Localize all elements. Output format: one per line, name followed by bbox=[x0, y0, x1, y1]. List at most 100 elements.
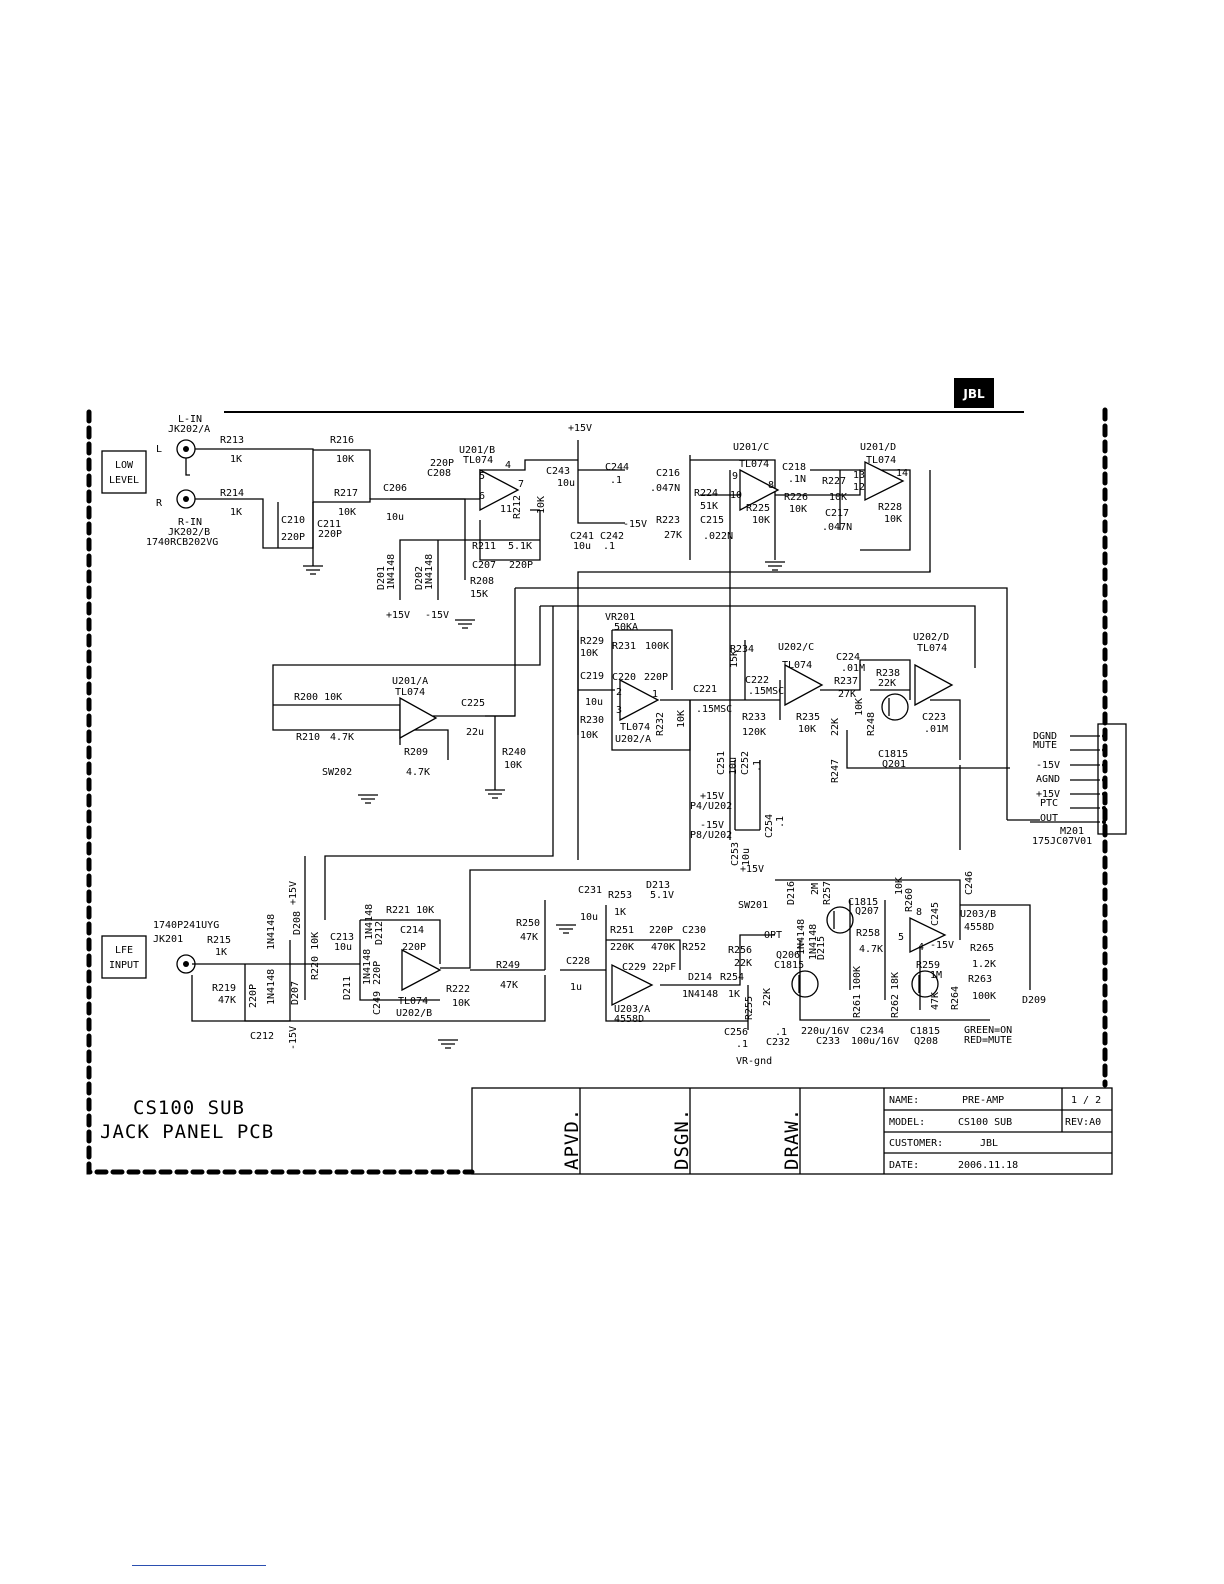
component-label: -15V bbox=[425, 610, 449, 621]
component-label: 100K bbox=[645, 641, 669, 652]
opamp-u202a-icon bbox=[619, 678, 660, 722]
component-label: R217 bbox=[334, 488, 358, 499]
connector-pin-mute: MUTE bbox=[1033, 740, 1057, 751]
component-label: C223 bbox=[922, 712, 946, 723]
component-label: TL074 bbox=[917, 643, 947, 654]
component-label: 10u bbox=[741, 848, 752, 866]
component-label: R257 bbox=[822, 881, 833, 905]
opamp-u202d-icon bbox=[914, 663, 954, 707]
model-label: MODEL: bbox=[889, 1117, 925, 1128]
page-number: 1 / 2 bbox=[1071, 1095, 1101, 1106]
component-label: 14 bbox=[896, 468, 908, 479]
opamp-u203b-icon bbox=[909, 916, 947, 954]
component-label: D215 bbox=[816, 936, 827, 960]
component-label: 10K bbox=[884, 514, 902, 525]
component-label: 6 bbox=[479, 491, 485, 502]
connector-name: M201 bbox=[1060, 826, 1084, 837]
component-label: .1N bbox=[788, 474, 806, 485]
component-label: 4 bbox=[918, 942, 924, 953]
component-label: 1N4148 bbox=[266, 914, 277, 950]
approved-label: APVD. bbox=[561, 1108, 583, 1170]
component-label: 50KA bbox=[614, 622, 638, 633]
component-label: R226 bbox=[784, 492, 808, 503]
component-label: R228 bbox=[878, 502, 902, 513]
component-label: C232 bbox=[766, 1037, 790, 1048]
component-label: C233 bbox=[816, 1036, 840, 1047]
component-label: C246 bbox=[964, 871, 975, 895]
connector-pin-ptc: PTC bbox=[1040, 798, 1058, 809]
component-label: 220P bbox=[402, 942, 426, 953]
component-label: 1N4148 bbox=[796, 919, 807, 955]
component-label: U203/A bbox=[614, 1004, 650, 1015]
component-label: 4558D bbox=[614, 1014, 644, 1025]
connector-wires bbox=[1030, 735, 1100, 823]
component-label: 18K bbox=[890, 972, 901, 990]
component-label: C256 bbox=[724, 1027, 748, 1038]
revision: REV:A0 bbox=[1065, 1117, 1101, 1128]
component-label: 10K bbox=[580, 648, 598, 659]
component-label: P8/U202 bbox=[690, 830, 732, 841]
component-label: 470K bbox=[651, 942, 675, 953]
component-label: C1815 bbox=[910, 1026, 940, 1037]
component-label: 220P bbox=[281, 532, 305, 543]
component-label: 10K bbox=[854, 698, 865, 716]
component-label: Q206 bbox=[776, 950, 800, 961]
component-label: C221 bbox=[693, 684, 717, 695]
transistor-q207-icon bbox=[826, 906, 854, 934]
component-label: 3 bbox=[616, 705, 622, 716]
svg-text:LFE: LFE bbox=[115, 945, 133, 956]
component-label: 5 bbox=[898, 932, 904, 943]
component-label: R215 bbox=[207, 935, 231, 946]
component-label: 2M bbox=[810, 883, 821, 895]
sheet-title-line1: CS100 SUB bbox=[133, 1097, 245, 1119]
component-label: .1 bbox=[603, 541, 615, 552]
component-label: 8 bbox=[768, 480, 774, 491]
component-label: R bbox=[156, 498, 163, 509]
component-label: C207 bbox=[472, 560, 496, 571]
component-label: R224 bbox=[694, 488, 718, 499]
component-label: U201/B bbox=[459, 445, 495, 456]
component-label: R212 bbox=[512, 495, 523, 519]
component-label: 47K bbox=[520, 932, 538, 943]
component-label: D213 bbox=[646, 880, 670, 891]
component-label: .1 bbox=[775, 1027, 787, 1038]
component-label: -15V bbox=[930, 940, 954, 951]
component-label: TL074 bbox=[398, 996, 428, 1007]
component-label: R235 bbox=[796, 712, 820, 723]
component-label: 10K bbox=[536, 496, 547, 514]
component-label: R-IN bbox=[178, 517, 202, 528]
component-label: R260 bbox=[904, 888, 915, 912]
component-label: 10K bbox=[829, 492, 847, 503]
component-label: C231 bbox=[578, 885, 602, 896]
component-label: L-IN bbox=[178, 414, 202, 425]
component-label: D209 bbox=[1022, 995, 1046, 1006]
component-label: R216 bbox=[330, 435, 354, 446]
component-label: 8 bbox=[916, 907, 922, 918]
component-label: 10K bbox=[752, 515, 770, 526]
component-label: 1K bbox=[614, 907, 626, 918]
component-label: D212 bbox=[374, 921, 385, 945]
component-label: C253 bbox=[730, 842, 741, 866]
component-label: 1N4148 bbox=[808, 924, 819, 960]
component-label: C229 22pF bbox=[622, 962, 676, 973]
component-label: D211 bbox=[342, 976, 353, 1000]
component-label: 22K bbox=[878, 678, 896, 689]
transistor-q201-icon bbox=[881, 693, 909, 721]
component-label: JK201 bbox=[153, 934, 183, 945]
date-label: DATE: bbox=[889, 1160, 919, 1171]
component-label: R229 bbox=[580, 636, 604, 647]
drawn-label: DRAW. bbox=[781, 1108, 803, 1170]
transistor-q208-icon bbox=[911, 970, 939, 998]
component-label: 100u/16V bbox=[851, 1036, 899, 1047]
rca-jack-right-icon bbox=[176, 489, 196, 509]
component-label: C228 bbox=[566, 956, 590, 967]
component-label: R237 bbox=[834, 676, 858, 687]
component-label: R258 bbox=[856, 928, 880, 939]
component-label: .022N bbox=[703, 531, 733, 542]
component-label: R220 10K bbox=[310, 932, 321, 980]
component-label: 1K bbox=[215, 947, 227, 958]
component-label: 27K bbox=[838, 689, 856, 700]
component-label: C252 bbox=[740, 751, 751, 775]
component-label: 22K bbox=[830, 718, 841, 736]
